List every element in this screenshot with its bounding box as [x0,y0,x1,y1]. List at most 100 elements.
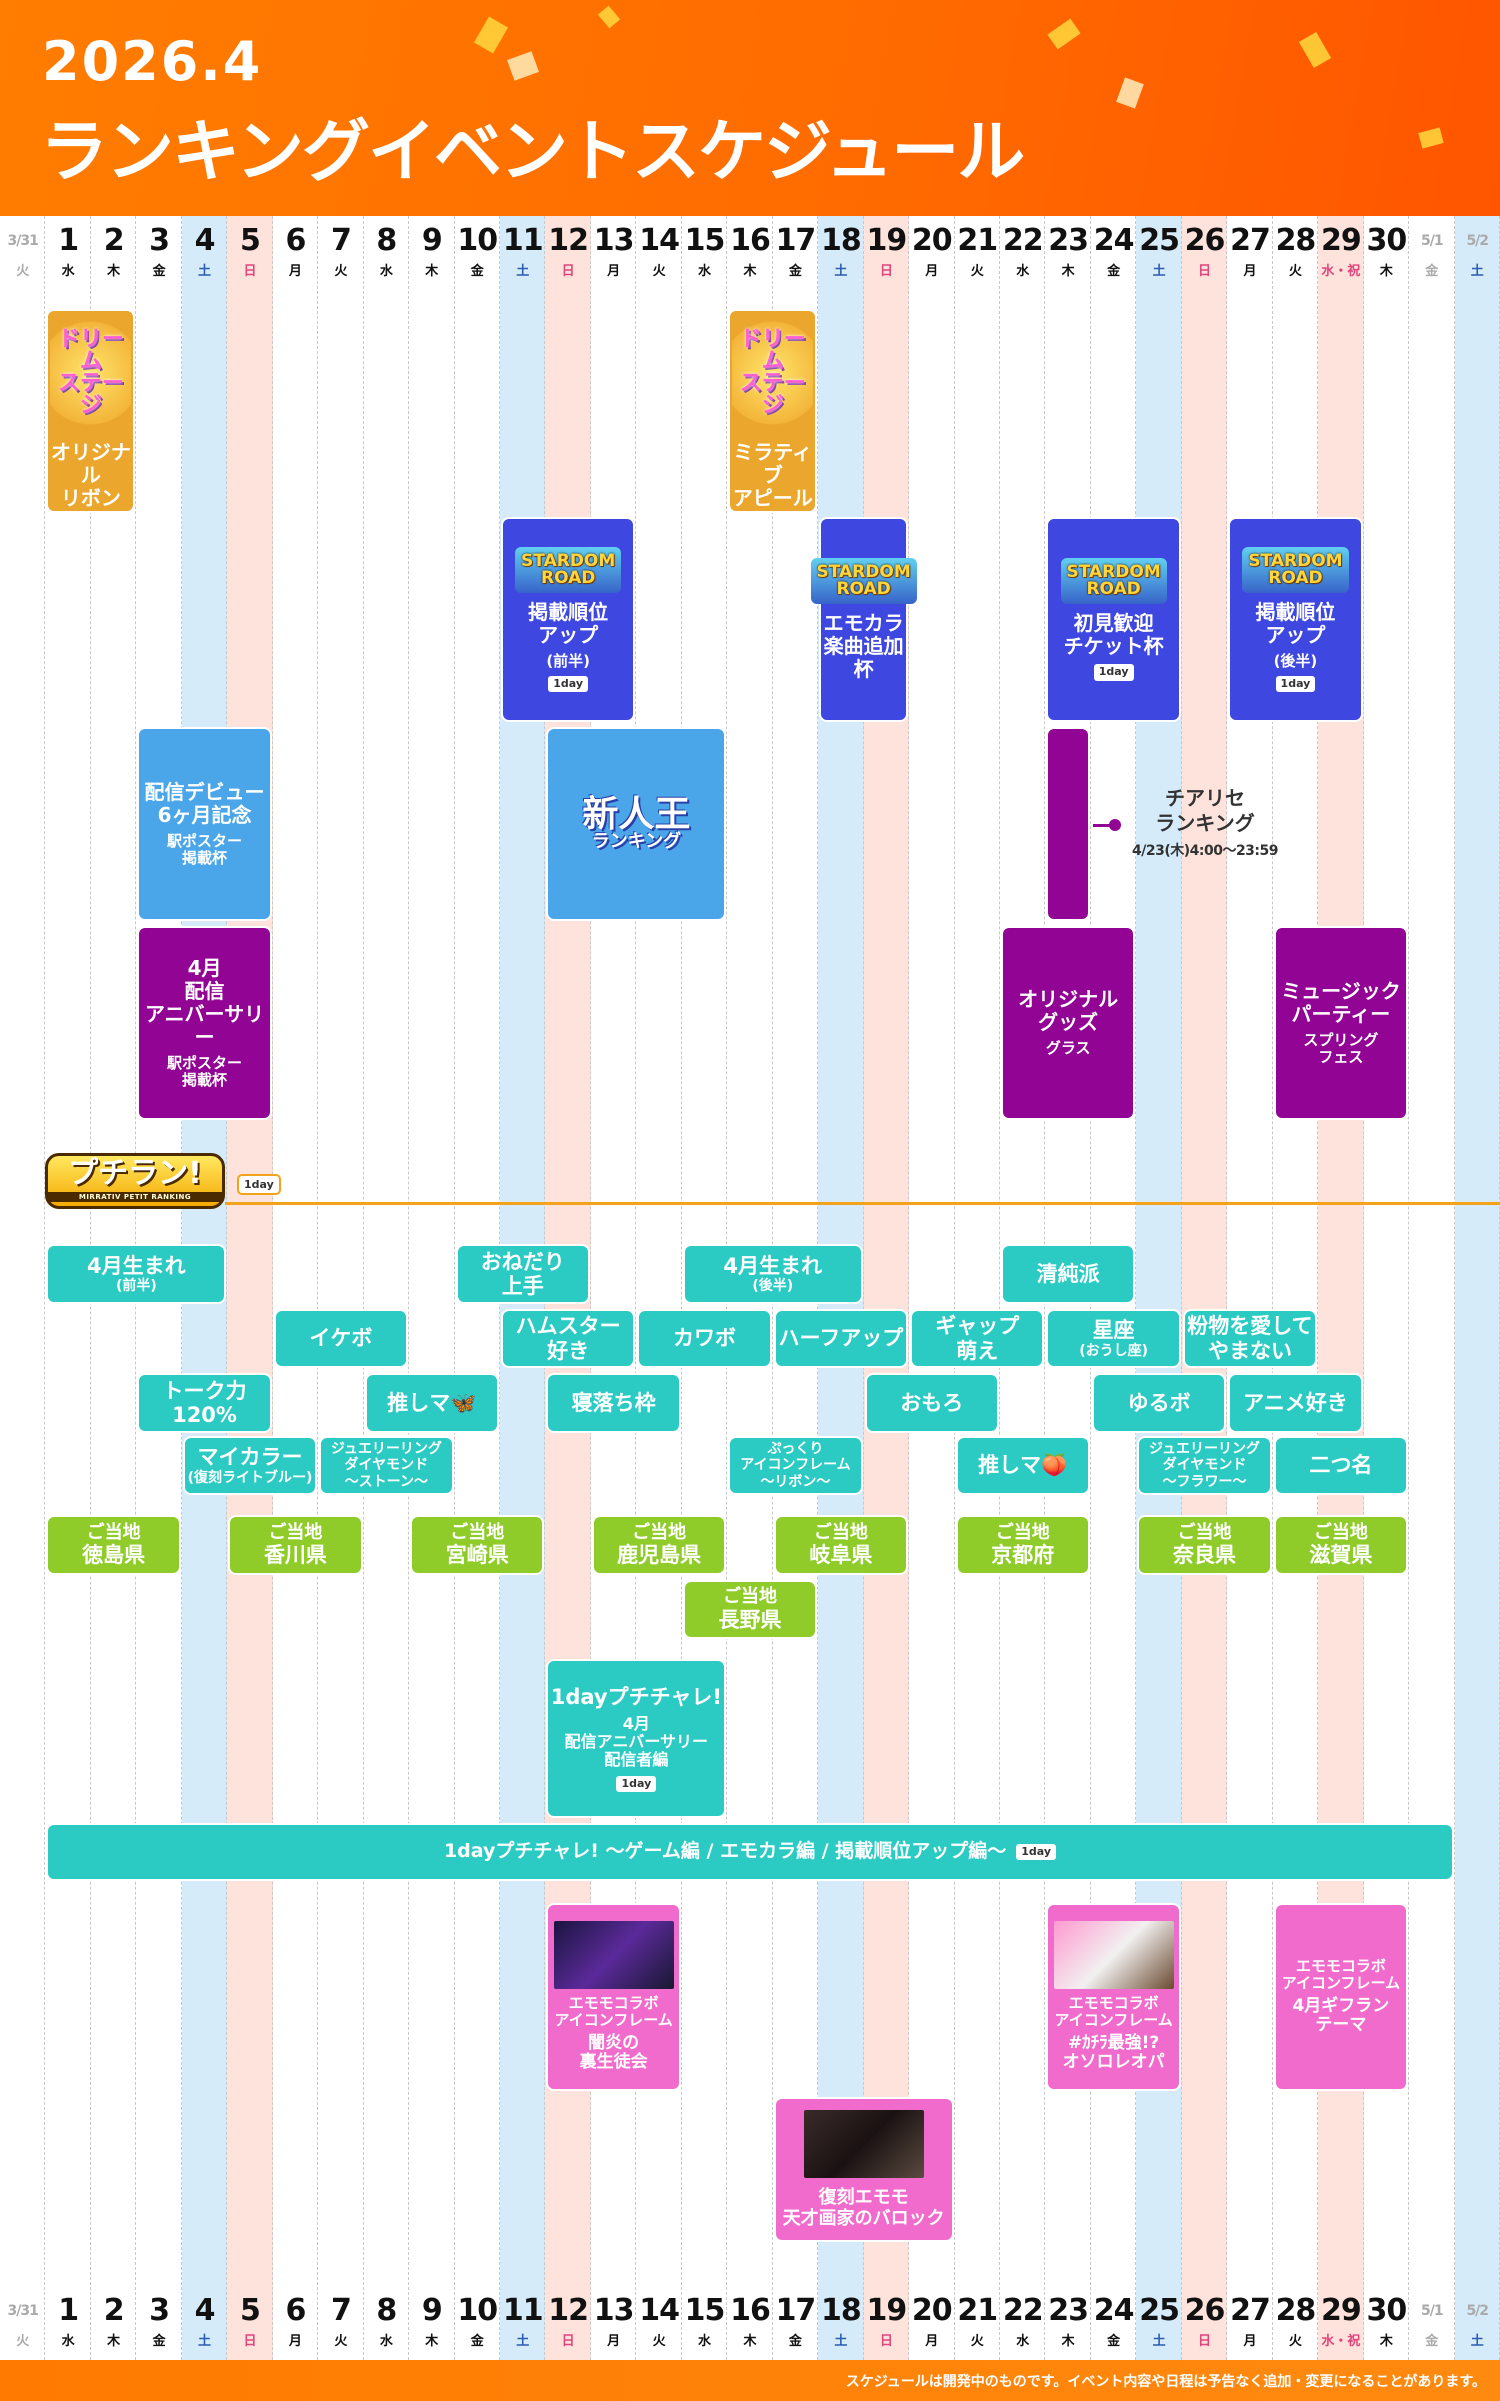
day-number: 10 [457,2293,498,2328]
day-number: 2 [103,223,125,258]
event-block[interactable]: ジュエリーリング ダイヤモンド 〜ストーン〜 [319,1436,454,1495]
event-block[interactable]: ドリーム ステージオリジナル リボン [46,309,136,513]
day-number: 11 [502,223,544,258]
weekday-label: 火 [652,2334,666,2349]
event-block[interactable]: 星座(おうし座) [1046,1309,1181,1368]
event-block[interactable]: 新人王ランキング [546,727,727,921]
event-block[interactable]: 粉物を愛して やまない [1182,1309,1318,1368]
event-block[interactable]: トーク力 120% [137,1373,272,1433]
event-block[interactable]: ギャップ 萌え [910,1309,1045,1368]
event-block[interactable]: 香川県ご当地 [228,1515,363,1575]
event-title: おもろ [900,1390,964,1415]
day-number: 22 [1002,223,1044,258]
rookie-ranking-logo: 新人王ランキング [582,795,690,853]
weekday-label: 木 [1379,2334,1393,2349]
event-block[interactable]: 二つ名 [1273,1436,1409,1495]
event-block[interactable]: イケボ [273,1309,409,1368]
day-number: 24 [1093,223,1135,258]
weekday-label: 火 [970,264,984,279]
weekday-label: 金 [1425,264,1439,279]
event-block[interactable]: ミュージック パーティースプリング フェス [1273,926,1409,1120]
event-block[interactable]: 4月生まれ(前半) [46,1244,227,1304]
event-block[interactable]: 宮崎県ご当地 [410,1515,545,1575]
event-subtitle: エモモコラボ アイコンフレーム [554,1994,673,2030]
event-block[interactable]: おねだり 上手 [455,1244,590,1304]
event-block[interactable]: 京都府ご当地 [955,1515,1090,1575]
event-block[interactable]: ハーフアップ [773,1309,909,1368]
weekday-label: 日 [561,2334,575,2349]
day-number: 3/31 [7,2303,39,2319]
event-block[interactable]: 岐阜県ご当地 [773,1515,909,1575]
event-block[interactable]: オリジナル グッズグラス [1001,926,1136,1120]
event-block[interactable]: 4月生まれ(後半) [682,1244,863,1304]
day-number: 6 [285,2293,307,2328]
event-block[interactable]: エモモコラボ アイコンフレーム闇炎の 裏生徒会 [546,1903,681,2091]
event-block[interactable]: エモモコラボ アイコンフレーム#ｶﾁﾗ最強!? オソロレオパ [1046,1903,1181,2091]
weekday-label: 日 [879,2334,893,2349]
event-block[interactable]: 推しマ🍑 [955,1436,1090,1495]
event-title: 岐阜県 [809,1543,873,1568]
event-block[interactable]: マイカラー(復刻ライトブルー) [182,1436,318,1495]
event-block[interactable]: カワボ [637,1309,772,1368]
event-subtitle: ご当地 [268,1521,323,1543]
weekday-label: 水 [61,2334,75,2349]
day-number: 22 [1002,2293,1044,2328]
event-block[interactable]: ぷっくり アイコンフレーム 〜リボン〜 [728,1436,863,1495]
event-block[interactable]: ゆるボ [1091,1373,1227,1433]
event-block[interactable]: ジュエリーリング ダイヤモンド 〜フラワー〜 [1137,1436,1272,1495]
event-block[interactable]: 鹿児島県ご当地 [591,1515,727,1575]
event-title: 推しマ🍑 [978,1453,1068,1478]
event-block[interactable]: 滋賀県ご当地 [1273,1515,1409,1575]
event-subtitle: 4月 配信アニバーサリー 配信者編 [564,1713,709,1770]
day-number: 13 [593,223,635,258]
event-subtitle: 駅ポスター 掲載杯 [167,831,243,867]
event-block[interactable]: ドリーム ステージミラティブ アピール [728,309,818,513]
event-title: アニメ好き [1243,1390,1348,1415]
confetti [473,16,509,54]
day-number: 5/1 [1420,2303,1444,2319]
event-block[interactable]: アニメ好き [1228,1373,1363,1433]
event-block[interactable]: おもろ [864,1373,999,1433]
cheer-connector [1093,824,1115,827]
event-block[interactable]: 長野県ご当地 [682,1580,818,1639]
event-block[interactable]: 徳島県ご当地 [46,1515,181,1575]
event-block[interactable]: 1dayプチチャレ! 〜ゲーム編 / エモカラ編 / 掲載順位アップ編〜1day [46,1823,1454,1881]
event-block[interactable]: ハムスター 好き [501,1309,636,1368]
event-block[interactable]: 寝落ち枠 [546,1373,681,1433]
weekday-label: 土 [198,2334,212,2349]
event-title: 初見歓迎 チケット杯 [1063,611,1164,659]
event-block[interactable] [1046,727,1090,921]
day-column [364,216,410,2360]
day-number: 4 [194,2293,216,2328]
event-block[interactable]: 4月 配信 アニバーサリー駅ポスター 掲載杯 [137,926,272,1120]
event-title: ミュージック パーティー [1281,978,1401,1026]
event-block[interactable]: 配信デビュー 6ヶ月記念駅ポスター 掲載杯 [137,727,272,921]
day-number: 17 [775,223,817,258]
event-subtitle: 駅ポスター 掲載杯 [167,1053,243,1089]
event-block[interactable]: 推しマ🦋 [364,1373,499,1433]
day-number: 8 [376,2293,397,2328]
stardom-road-logo: STARDOM ROAD [515,546,622,593]
event-block[interactable]: 清純派 [1001,1244,1136,1304]
event-title: 掲載順位 アップ [528,599,609,647]
event-subtitle: ジュエリーリング ダイヤモンド 〜フラワー〜 [1149,1441,1261,1490]
event-block[interactable]: 復刻エモモ 天才画家のバロック [773,2097,954,2242]
weekday-label: 月 [288,2334,302,2349]
event-block[interactable]: 奈良県ご当地 [1137,1515,1272,1575]
event-title: オリジナル リボン [50,439,131,510]
